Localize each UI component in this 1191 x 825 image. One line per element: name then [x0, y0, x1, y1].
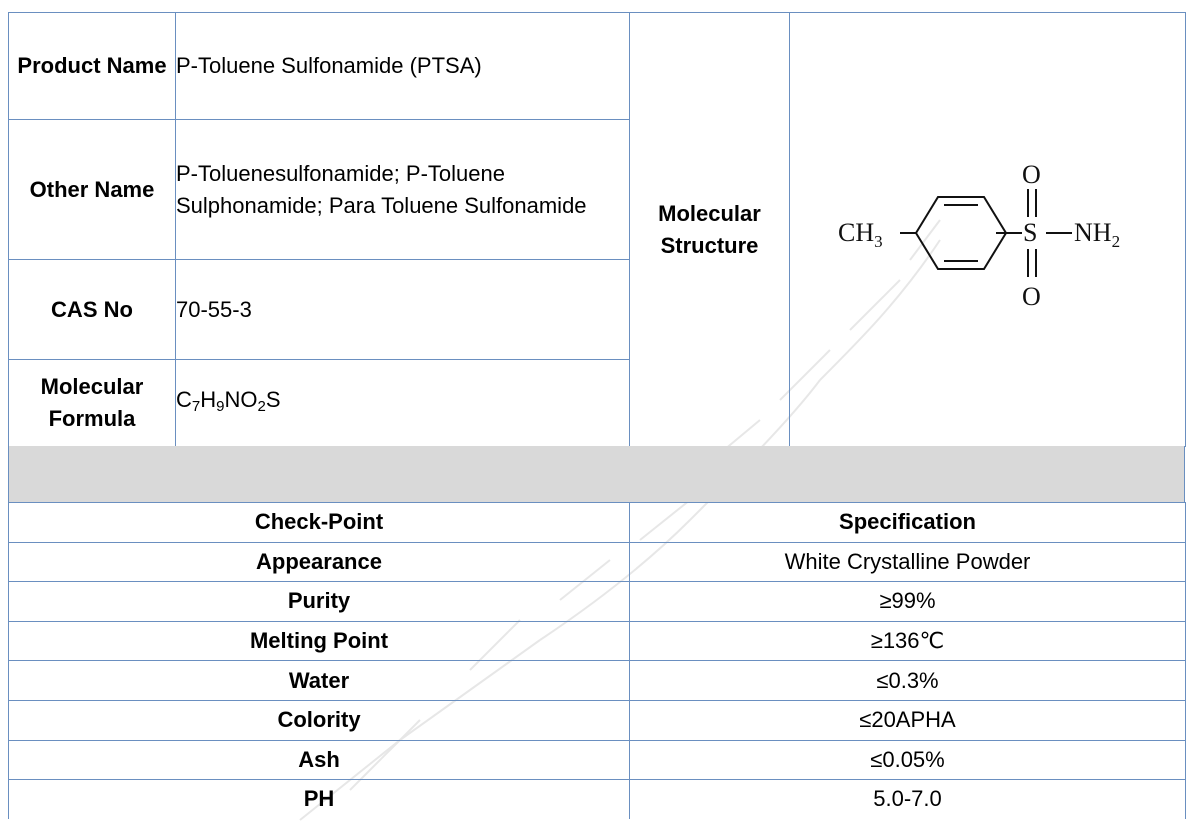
nh2-group: NH2 [1074, 218, 1120, 251]
check-point-cell: PH [8, 779, 630, 819]
check-point-cell: Ash [8, 739, 630, 781]
cas-no-label: CAS No [8, 259, 176, 360]
molecular-formula-value: C7H9NO2S [175, 359, 630, 447]
check-point-cell: Colority [8, 699, 630, 741]
molecular-structure-cell: CH3 S O O NH2 [789, 12, 1186, 447]
table-row: Melting Point ≥136℃ [8, 620, 1186, 662]
other-name-value: P-Toluenesulfonamide; P-Toluene Sulphona… [175, 119, 630, 260]
specification-cell: ≥136℃ [629, 620, 1186, 662]
product-info-table: Product Name P-Toluene Sulfonamide (PTSA… [8, 12, 1186, 447]
molecular-formula-label: Molecular Formula [8, 359, 176, 447]
molecular-structure-label: Molecular Structure [629, 12, 790, 447]
cas-no-value: 70-55-3 [175, 259, 630, 360]
sulfur-atom: S [1023, 218, 1037, 247]
specification-cell: ≤0.3% [629, 660, 1186, 701]
specification-cell: ≤20APHA [629, 699, 1186, 741]
specification-cell: ≤0.05% [629, 739, 1186, 781]
table-row: Appearance White Crystalline Powder [8, 541, 1186, 583]
specification-header: Specification [629, 502, 1186, 543]
table-row: Water ≤0.3% [8, 660, 1186, 701]
table-row: Purity ≥99% [8, 581, 1186, 622]
check-point-header: Check-Point [8, 502, 630, 543]
other-name-label: Other Name [8, 119, 176, 260]
table-row: Ash ≤0.05% [8, 739, 1186, 781]
product-name-label: Product Name [8, 12, 176, 120]
check-point-cell: Melting Point [8, 620, 630, 662]
specification-cell: White Crystalline Powder [629, 541, 1186, 583]
check-point-cell: Water [8, 660, 630, 701]
benzene-ring-structure-icon: CH3 S O O NH2 [838, 160, 1120, 311]
oxygen-top: O [1022, 160, 1041, 189]
specification-cell: 5.0-7.0 [629, 779, 1186, 819]
table-row: PH 5.0-7.0 [8, 779, 1186, 819]
ch3-group: CH3 [838, 218, 883, 251]
specification-table: Check-Point Specification Appearance Whi… [8, 502, 1186, 819]
specification-cell: ≥99% [629, 581, 1186, 622]
spec-header-row: Check-Point Specification [8, 502, 1186, 543]
table-row: Colority ≤20APHA [8, 699, 1186, 741]
check-point-cell: Appearance [8, 541, 630, 583]
oxygen-bottom: O [1022, 282, 1041, 311]
check-point-cell: Purity [8, 581, 630, 622]
product-spec-sheet: Product Name P-Toluene Sulfonamide (PTSA… [8, 12, 1186, 825]
product-name-value: P-Toluene Sulfonamide (PTSA) [175, 12, 630, 120]
section-divider-band [8, 446, 1185, 502]
